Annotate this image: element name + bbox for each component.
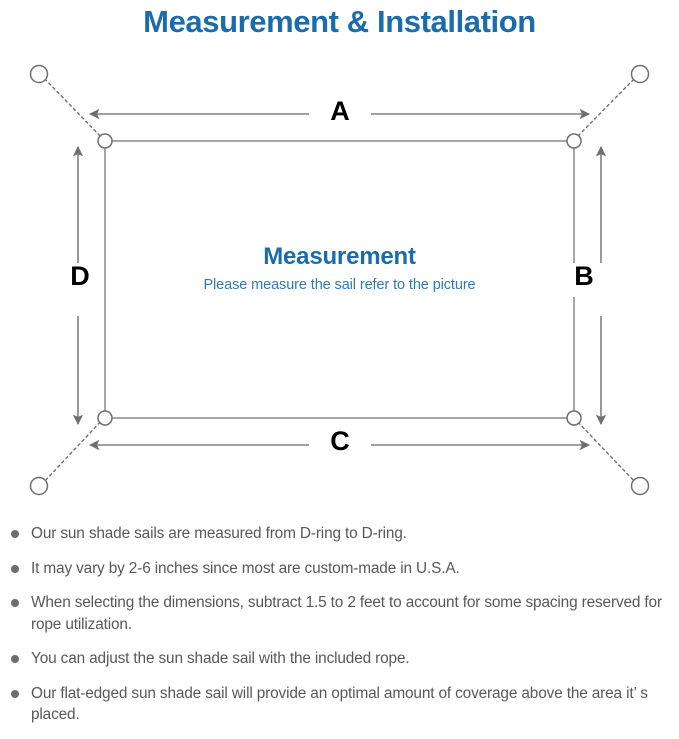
bullet-icon: [11, 689, 19, 698]
rope-bottom-right: [573, 417, 637, 484]
rope-top-right: [573, 76, 637, 141]
bullet-icon: [11, 530, 19, 538]
anchor-ring-top-right: [630, 64, 650, 84]
dimension-label-a: A: [309, 98, 371, 132]
page-title: Measurement & Installation: [143, 4, 536, 39]
rope-top-left: [42, 76, 105, 141]
d-ring-top-left: [97, 133, 113, 149]
list-item: When selecting the dimensions, subtract …: [0, 592, 679, 635]
dimension-lines: [72, 108, 607, 451]
note-text: Our flat-edged sun shade sail will provi…: [31, 684, 648, 724]
anchor-ring-top-left: [29, 64, 49, 84]
anchor-ring-bottom-left: [29, 476, 49, 496]
bullet-icon: [11, 564, 19, 573]
note-text: It may vary by 2-6 inches since most are…: [31, 559, 460, 577]
dimension-label-d: D: [58, 263, 102, 297]
sail-measurement-diagram: [0, 46, 679, 516]
shade-sail-body: [104, 140, 575, 419]
list-item: Our flat-edged sun shade sail will provi…: [0, 683, 679, 726]
note-text: Our sun shade sails are measured from D-…: [31, 525, 407, 542]
rope-lines: [42, 76, 637, 484]
list-item: It may vary by 2-6 inches since most are…: [0, 558, 679, 580]
d-ring-bottom-right: [566, 410, 582, 426]
list-item: Our sun shade sails are measured from D-…: [0, 523, 679, 545]
d-ring-bottom-left: [97, 410, 113, 426]
bullet-icon: [11, 599, 19, 607]
notes-list: Our sun shade sails are measured from D-…: [0, 523, 679, 739]
anchor-rings: [29, 64, 650, 496]
note-text: You can adjust the sun shade sail with t…: [31, 650, 410, 667]
list-item: You can adjust the sun shade sail with t…: [0, 648, 679, 670]
note-text: When selecting the dimensions, subtract …: [31, 594, 662, 633]
bullet-icon: [11, 655, 19, 663]
anchor-ring-bottom-right: [630, 476, 650, 496]
dimension-label-b: B: [564, 263, 604, 297]
rope-bottom-left: [42, 417, 105, 484]
d-rings: [97, 133, 582, 426]
d-ring-top-right: [566, 133, 582, 149]
dimension-label-c: C: [309, 428, 371, 462]
